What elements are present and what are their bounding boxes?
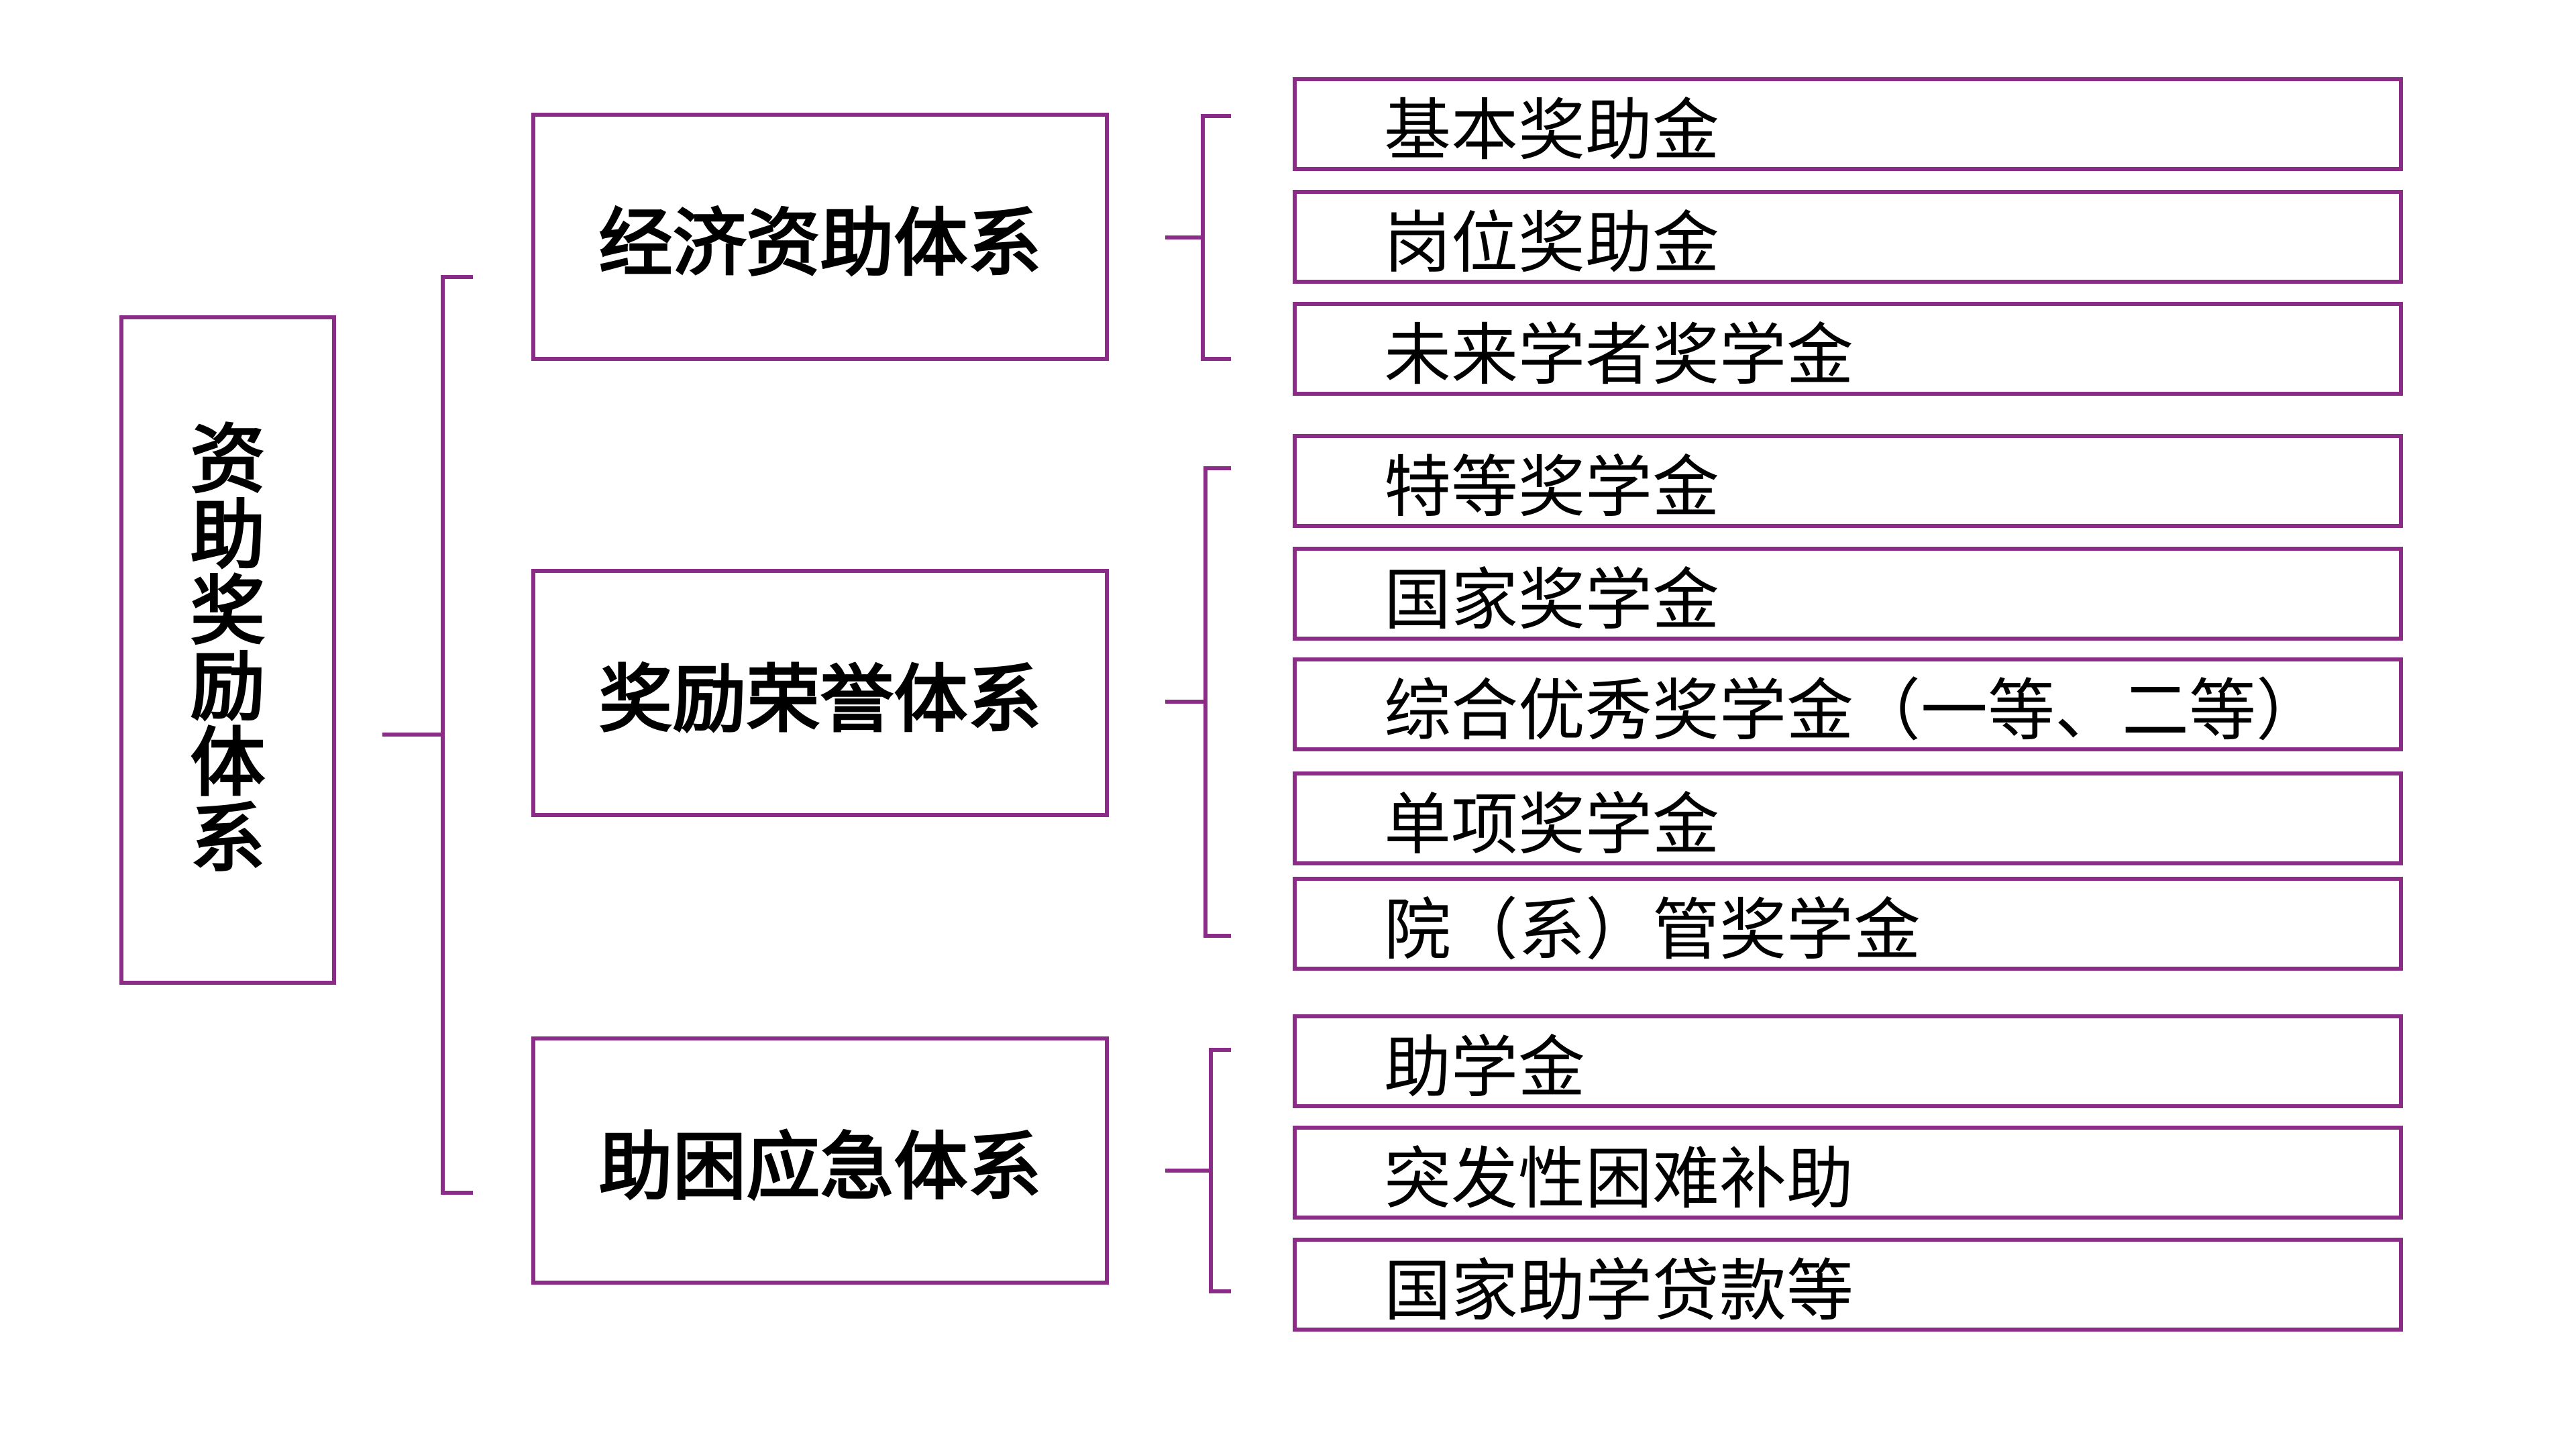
root-label: 资助奖励体系 (190, 417, 266, 883)
category-economic-aid: 经济资助体系 (531, 113, 1109, 361)
item-label: 特等奖学金 (1384, 447, 1719, 527)
category-label: 经济资助体系 (598, 201, 1042, 286)
cat1-bracket (1201, 114, 1231, 361)
item-label: 未来学者奖学金 (1384, 315, 1854, 394)
item-label: 综合优秀奖学金（一等、二等） (1384, 671, 2323, 750)
root-bracket (441, 275, 473, 1195)
cat2-bracket (1203, 466, 1231, 938)
item-label: 国家奖学金 (1384, 560, 1719, 639)
cat3-bracket (1209, 1048, 1231, 1293)
list-item: 特等奖学金 (1293, 434, 2403, 528)
category-emergency-aid: 助困应急体系 (531, 1036, 1109, 1285)
item-label: 助学金 (1384, 1028, 1585, 1107)
list-item: 岗位奖助金 (1293, 190, 2403, 284)
list-item: 未来学者奖学金 (1293, 302, 2403, 396)
root-node: 资助奖励体系 (119, 315, 336, 985)
list-item: 基本奖助金 (1293, 77, 2403, 171)
item-label: 院（系）管奖学金 (1384, 890, 1921, 969)
category-label: 奖励荣誉体系 (598, 657, 1042, 743)
category-honors: 奖励荣誉体系 (531, 569, 1109, 817)
category-label: 助困应急体系 (598, 1124, 1042, 1210)
item-label: 岗位奖助金 (1384, 203, 1719, 282)
list-item: 综合优秀奖学金（一等、二等） (1293, 657, 2403, 751)
list-item: 单项奖学金 (1293, 771, 2403, 865)
list-item: 国家奖学金 (1293, 547, 2403, 641)
list-item: 国家助学贷款等 (1293, 1238, 2403, 1332)
item-label: 单项奖学金 (1384, 785, 1719, 864)
item-label: 突发性困难补助 (1384, 1139, 1854, 1218)
list-item: 助学金 (1293, 1014, 2403, 1108)
item-label: 国家助学贷款等 (1384, 1251, 1854, 1330)
list-item: 院（系）管奖学金 (1293, 877, 2403, 971)
item-label: 基本奖助金 (1384, 91, 1719, 170)
list-item: 突发性困难补助 (1293, 1126, 2403, 1220)
